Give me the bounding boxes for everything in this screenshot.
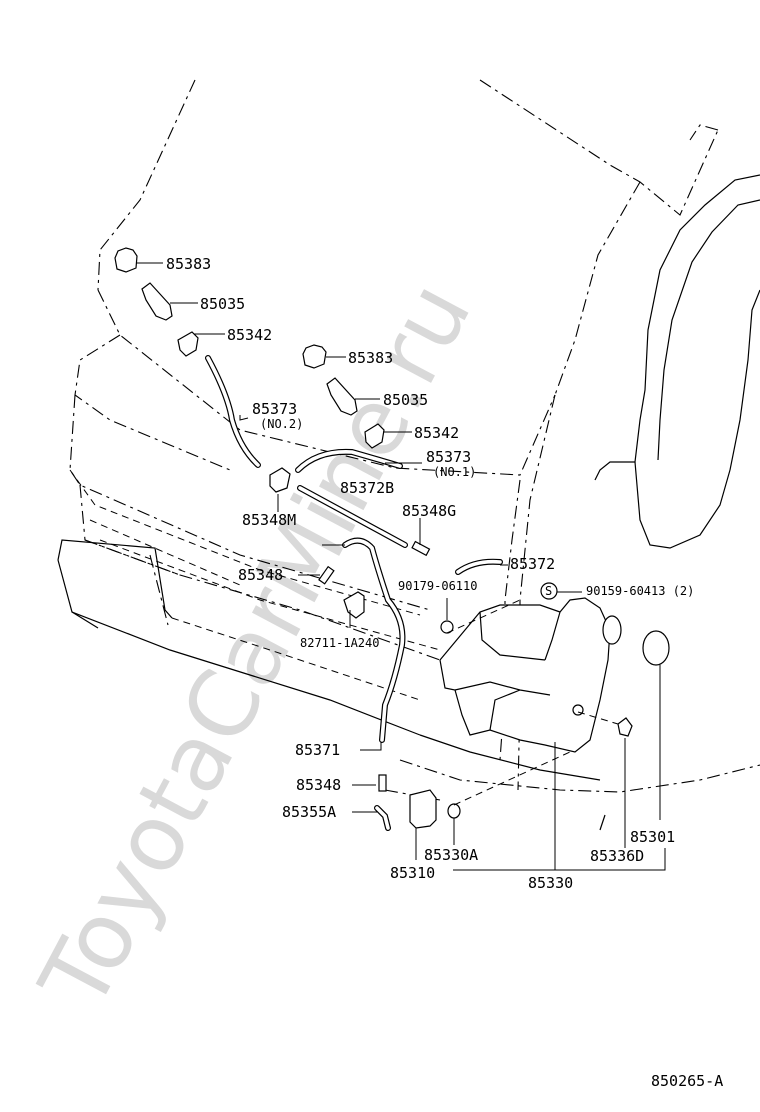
tank-filler-neck [602, 615, 622, 645]
label-85348g: 85348G [402, 502, 456, 520]
washer-tank [439, 597, 611, 753]
label-85355a: 85355A [282, 803, 336, 821]
label-90159: 90159-60413 (2) [586, 584, 694, 598]
label-85373-no1: 85373 [426, 448, 471, 466]
nozzle-left [141, 282, 173, 321]
clip-85336d [617, 717, 633, 737]
joint-85348g [411, 540, 431, 557]
label-85372b: 85372B [340, 479, 394, 497]
grommet-85330a [447, 803, 461, 819]
label-85348-upper: 85348 [238, 566, 283, 584]
label-85372: 85372 [510, 555, 555, 573]
clip-82711 [343, 591, 365, 619]
nozzle-right [326, 377, 358, 416]
label-85035-right: 85035 [383, 391, 428, 409]
s-marker-circle [540, 582, 558, 600]
vehicle-body-outline [57, 79, 760, 831]
label-85383-right: 85383 [348, 349, 393, 367]
joint-85348m [269, 467, 291, 493]
nozzle-cap-right [302, 344, 327, 369]
diagram-code: 850265-A [651, 1072, 723, 1090]
leader-lines [137, 262, 666, 871]
label-85330: 85330 [528, 874, 573, 892]
label-85348-lower: 85348 [296, 776, 341, 794]
nozzle-cap-left [114, 247, 138, 273]
label-85330a: 85330A [424, 846, 478, 864]
joint-85348-upper [318, 565, 335, 585]
label-85342-right: 85342 [414, 424, 459, 442]
joint-85348-lower [378, 774, 387, 792]
label-85348m: 85348M [242, 511, 296, 529]
label-85371: 85371 [295, 741, 340, 759]
label-85336d: 85336D [590, 847, 644, 865]
label-85373-no1-note: (NO.1) [433, 465, 476, 479]
label-82711: 82711-1A240 [300, 636, 379, 650]
label-85373-no2: 85373 [252, 400, 297, 418]
bracket-left [177, 331, 199, 357]
watermark: ToyotaCarMine.ru [19, 265, 491, 1026]
label-85383-left: 85383 [166, 255, 211, 273]
label-85373-no2-note: (NO.2) [260, 417, 303, 431]
tank-cap [642, 630, 670, 666]
label-90179: 90179-06110 [398, 579, 477, 593]
s-marker-text: S [545, 584, 552, 598]
part-labels: 85383 85035 85342 85383 85035 85373 (NO.… [166, 255, 694, 892]
washer-parts [114, 247, 670, 831]
washer-pump [409, 789, 437, 829]
bracket-right [364, 423, 385, 449]
label-85035-left: 85035 [200, 295, 245, 313]
label-85342-left: 85342 [227, 326, 272, 344]
label-85310: 85310 [390, 864, 435, 882]
label-85301: 85301 [630, 828, 675, 846]
